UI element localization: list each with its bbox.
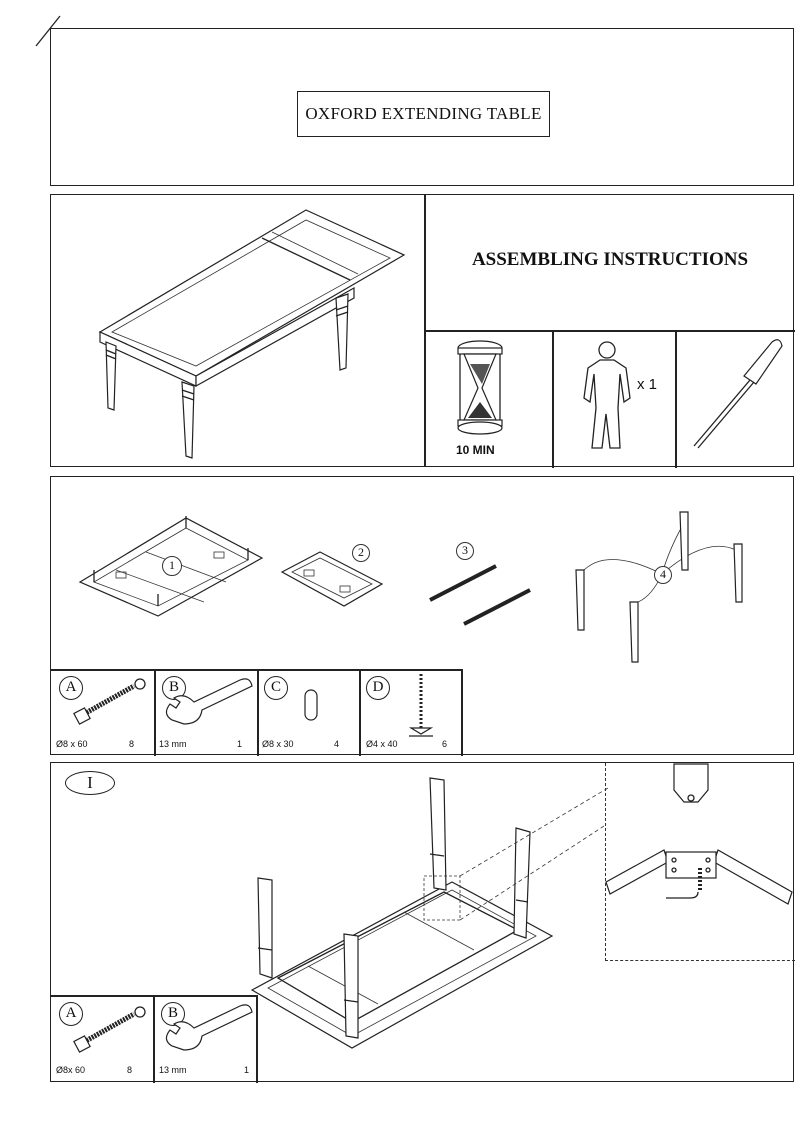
hardware-qty-b: 1 xyxy=(237,739,243,749)
hardware-label-d: D xyxy=(366,676,390,700)
step-hardware-qty-a: 8 xyxy=(127,1065,133,1075)
step-hardware-size-b: 13 mm xyxy=(159,1065,187,1075)
step-wrench-icon xyxy=(165,1004,253,1051)
corner-detail-illustration xyxy=(605,763,793,905)
time-label: 10 MIN xyxy=(456,443,495,457)
wrench-icon xyxy=(165,678,253,725)
part-3-rails xyxy=(429,564,531,626)
screwdriver-icon xyxy=(693,339,783,449)
hardware-label-c: C xyxy=(264,676,288,700)
part-3-callout: 3 xyxy=(456,542,474,560)
hardware-qty-a: 8 xyxy=(129,739,135,749)
step-hardware-size-a: Ø8x 60 xyxy=(56,1065,86,1075)
dowel-icon xyxy=(304,689,318,721)
step-hardware-qty-b: 1 xyxy=(244,1065,250,1075)
step-hardware-label-a: A xyxy=(59,1002,83,1026)
step-label: I xyxy=(65,771,115,795)
part-4-callout: 4 xyxy=(654,566,672,584)
assembly-illustration xyxy=(250,777,609,1049)
parts-panel: A B C D Ø8 x 60 8 13 mm 1 Ø8 x 30 4 Ø4 x… xyxy=(50,476,794,756)
hardware-size-d: Ø4 x 40 xyxy=(366,739,398,749)
bolt-icon xyxy=(73,678,146,725)
person-icon xyxy=(583,341,631,449)
assembling-heading: ASSEMBLING INSTRUCTIONS xyxy=(471,249,749,270)
hardware-size-a: Ø8 x 60 xyxy=(56,739,88,749)
part-4-legs xyxy=(575,511,743,663)
hardware-label-a: A xyxy=(59,676,83,700)
hardware-qty-d: 6 xyxy=(442,739,448,749)
hardware-size-c: Ø8 x 30 xyxy=(262,739,294,749)
table-illustration xyxy=(98,209,406,459)
step-bolt-icon xyxy=(73,1006,146,1053)
screw-icon xyxy=(408,674,434,737)
detail-inset xyxy=(605,763,795,961)
hourglass-icon xyxy=(457,340,503,435)
part-2-leaf xyxy=(280,551,384,607)
step-panel: I A B Ø8x 60 8 13 mm 1 xyxy=(50,762,795,1083)
title-panel: OXFORD EXTENDING TABLE xyxy=(50,28,794,186)
hardware-size-b: 13 mm xyxy=(159,739,187,749)
hardware-qty-c: 4 xyxy=(334,739,340,749)
part-1-callout: 1 xyxy=(162,556,182,576)
overview-panel: ASSEMBLING INSTRUCTIONS 10 MIN x 1 xyxy=(50,194,795,468)
title-box: OXFORD EXTENDING TABLE xyxy=(297,91,550,137)
corner-mark xyxy=(35,15,61,47)
part-2-callout: 2 xyxy=(352,544,370,562)
persons-count: x 1 xyxy=(637,376,658,393)
